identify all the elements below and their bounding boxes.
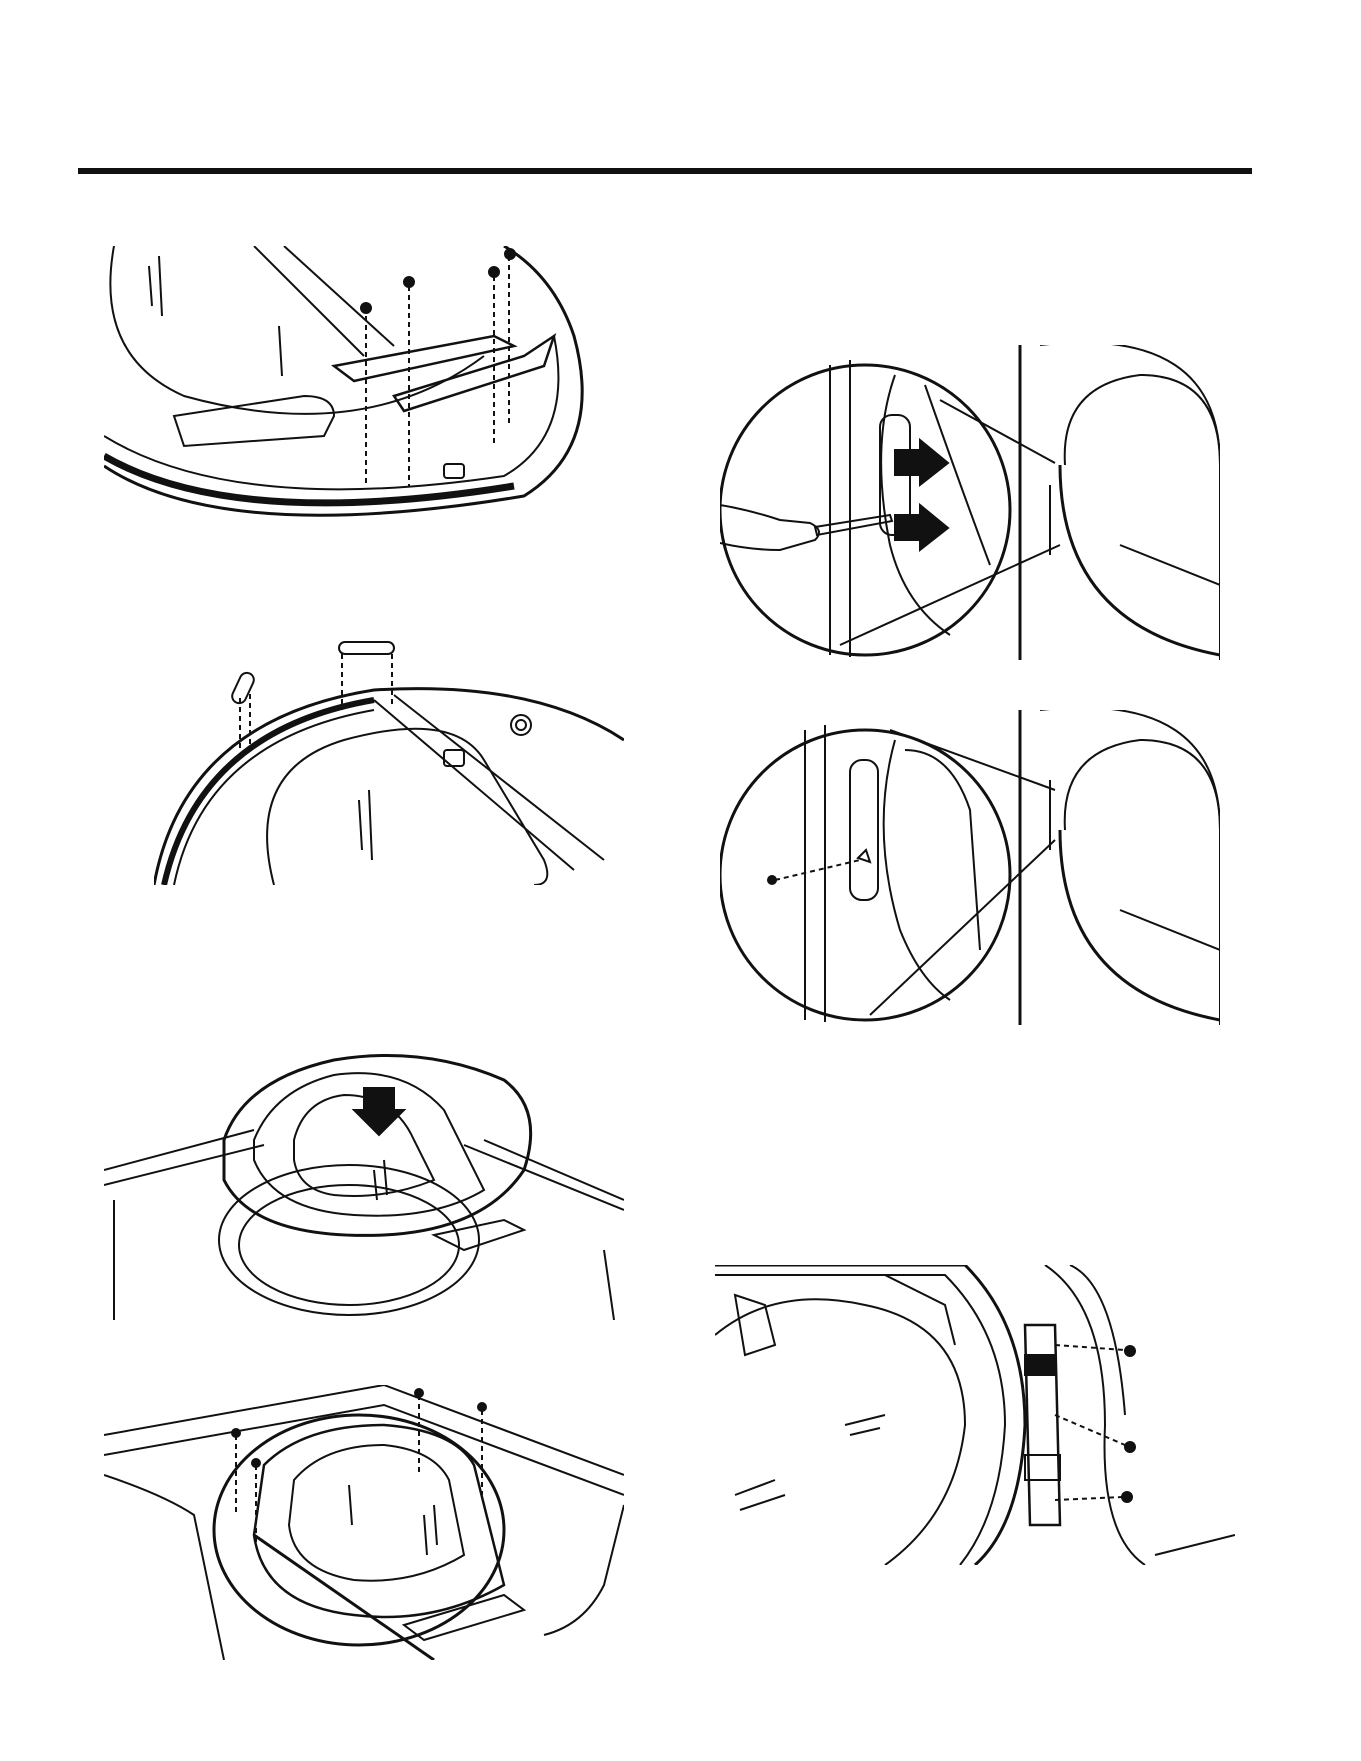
door-inner-frame-screws-illustration: [104, 1385, 624, 1660]
header-rule: [78, 168, 1252, 174]
door-hinge-screws-illustration: [715, 1265, 1235, 1565]
door-hinge-cover-screws-illustration: [104, 246, 584, 546]
door-strike-removal-screwdriver-illustration: [720, 345, 1220, 660]
door-plug-caps-illustration: [154, 630, 624, 885]
figure-door-hinge-cover: [104, 246, 584, 546]
figure-door-strike-screw: [720, 710, 1220, 1025]
figure-door-strike-removal: [720, 345, 1220, 660]
figure-door-hinge-screws: [715, 1265, 1235, 1565]
figure-door-plug-caps: [154, 630, 624, 885]
figure-door-inner-frame-screws: [104, 1385, 624, 1660]
figure-door-inner-frame-assembly: [104, 1050, 624, 1320]
door-inner-frame-assembly-illustration: [104, 1050, 624, 1320]
door-strike-screw-illustration: [720, 710, 1220, 1025]
